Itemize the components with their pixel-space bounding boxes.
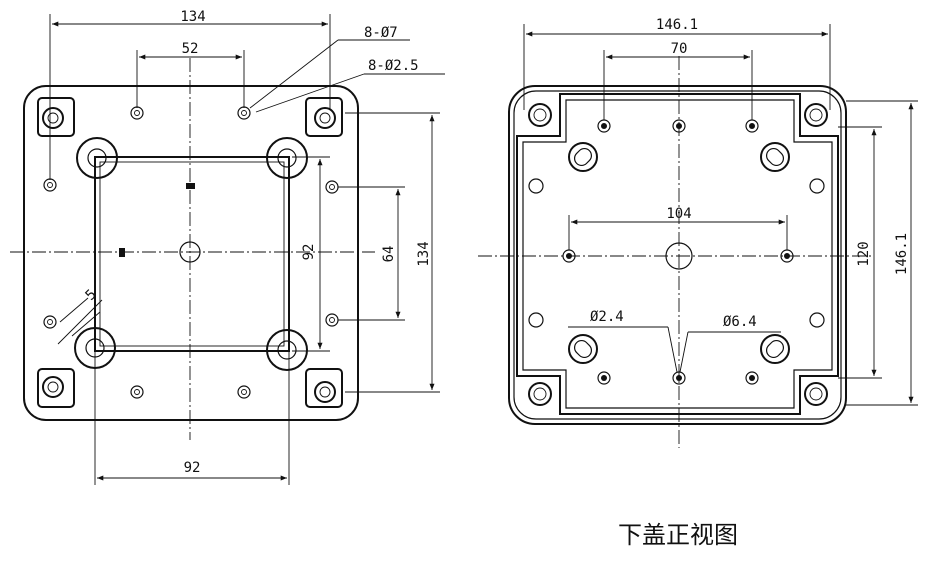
right-inner-profile — [516, 93, 839, 415]
left-inner-mark-left — [119, 248, 125, 257]
right-callout-large-hole: Ø6.4 — [723, 314, 757, 330]
left-center-screw — [179, 241, 201, 263]
right-dim-overall-width — [523, 24, 831, 110]
right-screw-heads — [568, 142, 790, 364]
right-callout-small-hole: Ø2.4 — [590, 309, 624, 325]
left-dim-hole-spacing-side — [338, 186, 405, 321]
right-hole-spacing-top-label: 70 — [671, 41, 688, 57]
left-callout-leaders — [249, 39, 445, 113]
left-overall-width-label: 134 — [180, 9, 205, 25]
right-callout-leaders — [568, 326, 781, 373]
left-hole-spacing-side-label: 64 — [381, 246, 397, 263]
left-inner-square-inset — [99, 161, 285, 347]
right-overall-width-label: 146.1 — [656, 17, 698, 33]
right-outer-box — [508, 85, 847, 425]
right-overall-height-label: 146.1 — [894, 233, 910, 275]
right-inner-profile-inset — [522, 99, 833, 409]
left-dim-hole-spacing-top — [136, 50, 245, 108]
left-dim-overall-width — [49, 14, 331, 180]
drawing-caption: 下盖正视图 — [618, 521, 738, 549]
right-center-screw — [665, 242, 693, 270]
right-dim-center-holes — [568, 215, 788, 250]
left-chamfer-label: 5 — [83, 287, 100, 304]
left-dim-inner-height — [292, 156, 330, 352]
left-overall-height-label: 134 — [416, 241, 432, 266]
left-callout-small-holes: 8-Ø2.5 — [368, 58, 419, 74]
right-corner-bosses — [528, 103, 828, 406]
left-dim-overall-height — [345, 112, 440, 393]
left-inner-square — [94, 156, 290, 352]
left-bottom-width-label: 92 — [184, 460, 201, 476]
left-corner-bosses — [37, 97, 343, 408]
right-rim-holes — [528, 178, 825, 328]
right-dim-inner-height — [838, 126, 882, 379]
right-center-holes-label: 104 — [666, 206, 691, 222]
left-dim-bottom-width — [94, 352, 290, 485]
left-callout-large-holes: 8-Ø7 — [364, 25, 398, 41]
right-outer-box-inset — [513, 90, 842, 420]
left-inner-height-label: 92 — [301, 244, 317, 261]
right-dim-overall-height — [846, 100, 918, 406]
left-outer-box — [23, 85, 359, 421]
left-inner-mark-top — [186, 183, 195, 189]
left-dim-chamfer — [57, 297, 103, 345]
left-mount-lugs — [74, 137, 308, 371]
right-inner-height-label: 120 — [856, 241, 872, 266]
right-view: 146.1 70 104 Ø2.4 Ø6.4 12 — [478, 17, 918, 448]
right-dim-hole-spacing-top — [603, 50, 753, 120]
left-view: 134 52 8-Ø7 8-Ø2.5 92 64 — [10, 9, 445, 485]
left-hole-spacing-top-label: 52 — [182, 41, 199, 57]
